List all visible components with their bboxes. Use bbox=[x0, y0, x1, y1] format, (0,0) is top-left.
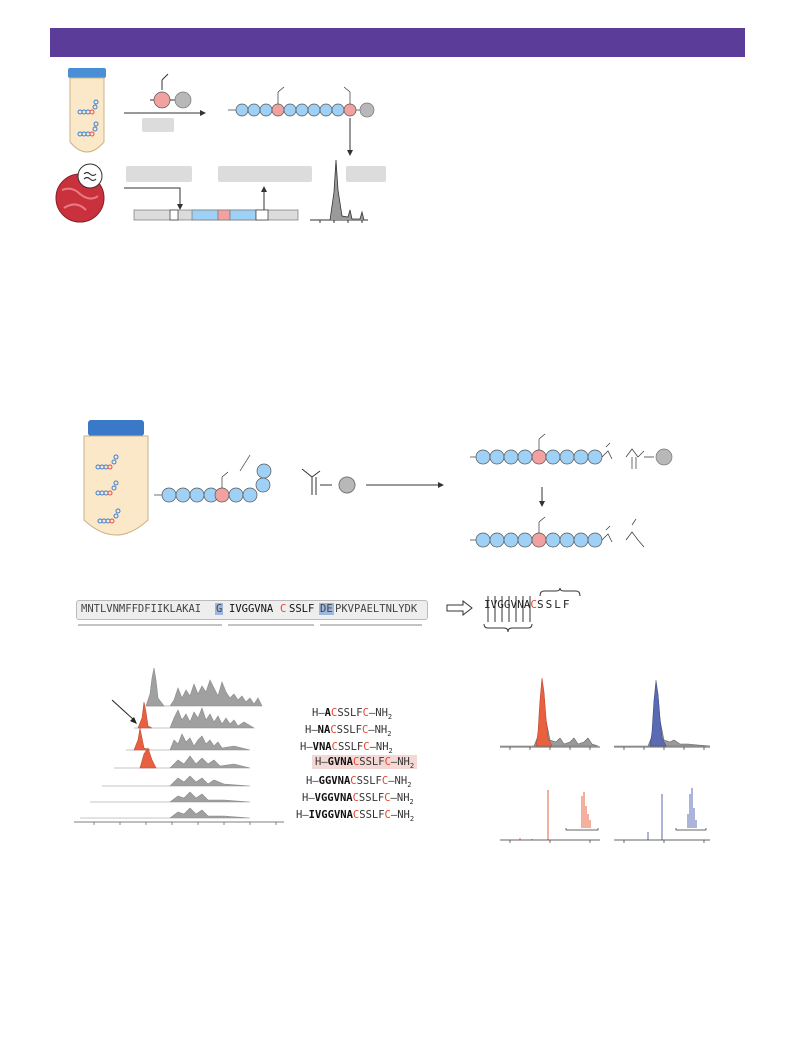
protein-bar bbox=[133, 209, 299, 221]
middle-scheme bbox=[83, 420, 673, 548]
fragment-sequence: IVGGVNACSSLF bbox=[484, 598, 572, 611]
peptide-label-4: H–GVNACSSLFC–NH2 bbox=[312, 755, 418, 770]
peptide-label-3: H–VNACSSLFC–NH2 bbox=[300, 741, 393, 756]
product-bead-chain bbox=[470, 433, 673, 469]
bound-peptide-chain bbox=[228, 86, 375, 118]
peptide-label-2: H–NACSSLFC–NH2 bbox=[305, 724, 392, 739]
chromatogram-blue bbox=[614, 679, 711, 750]
trace-red-peaks bbox=[133, 701, 157, 769]
released-peptide-chain bbox=[470, 516, 645, 548]
sequence-cys: C bbox=[280, 603, 287, 615]
protein-sequence-box: MNTLVNMFFDFIIKLAKAI G IVGGVNA C SSLF DE … bbox=[76, 600, 428, 620]
large-tube-icon bbox=[83, 420, 149, 536]
sequence-part-1: MNTLVNMFFDFIIKLAKAI bbox=[81, 603, 202, 615]
trace-grey bbox=[80, 668, 263, 819]
pointer-arrow-icon bbox=[130, 717, 137, 724]
peptide-label-7: H–IVGGVNACSSLFC–NH2 bbox=[296, 809, 415, 824]
sequence-part-4: PKVPAELTNLYDK bbox=[335, 603, 418, 615]
peptide-cyclic bbox=[154, 454, 272, 503]
open-arrow-icon bbox=[446, 600, 473, 616]
spectrum-blue bbox=[614, 788, 710, 843]
peptide-label-6: H–VGGVNACSSLFC–NH2 bbox=[302, 792, 414, 807]
chromatogram-red bbox=[500, 677, 600, 750]
sequence-part-3: SSLF bbox=[289, 603, 315, 615]
header-banner bbox=[50, 28, 745, 57]
reagent-bead-icon-2 bbox=[301, 468, 356, 495]
sequence-underlines bbox=[78, 624, 422, 626]
top-scheme bbox=[55, 68, 386, 223]
sequence-part-2: IVGGVNA bbox=[229, 603, 274, 615]
peptide-highlight: H–GVNACSSLFC–NH2 bbox=[312, 755, 418, 770]
sequence-highlight-de: DE bbox=[319, 603, 334, 615]
reagent-bead-icon bbox=[150, 73, 192, 109]
sequence-highlight-g: G bbox=[215, 603, 224, 615]
cell-icon bbox=[55, 163, 105, 223]
peptide-label-1: H–ACSSLFC–NH2 bbox=[312, 707, 393, 722]
sample-tube-icon bbox=[68, 68, 106, 153]
small-chromatogram bbox=[310, 159, 368, 223]
stacked-chromatograms bbox=[74, 668, 284, 825]
peptide-label-5: H–GGVNACSSLFC–NH2 bbox=[306, 775, 412, 790]
spectrum-red bbox=[500, 790, 600, 843]
fragment-cut-marks bbox=[483, 588, 581, 633]
